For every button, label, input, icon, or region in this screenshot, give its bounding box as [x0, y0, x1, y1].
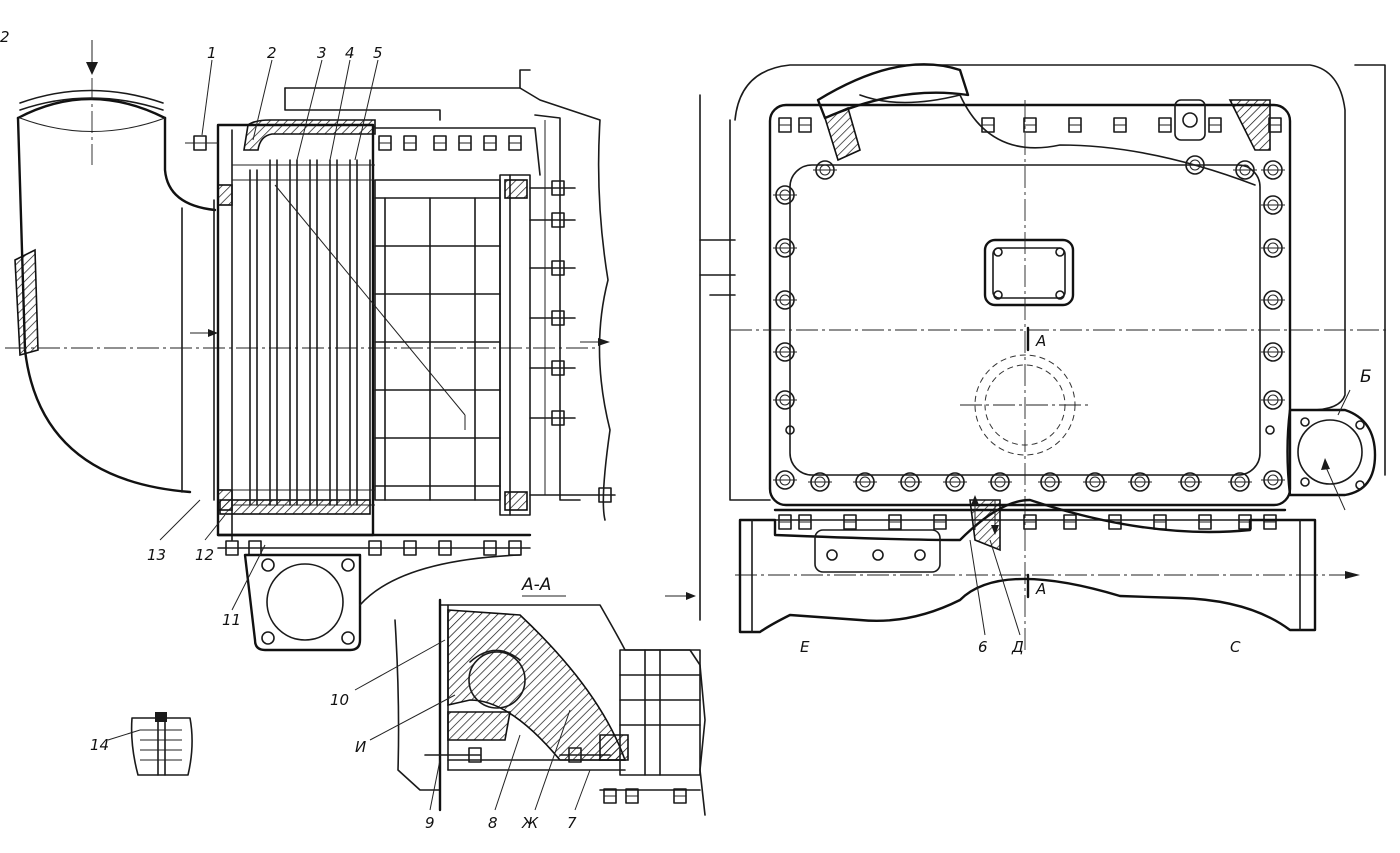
- zone-label-D: Д: [1011, 638, 1024, 656]
- part-label-9: 9: [425, 814, 435, 832]
- part-label-12: 12: [195, 546, 214, 564]
- cooler-housing: [216, 119, 376, 541]
- inlet-elbow: [14, 40, 217, 501]
- zone-label-Zh: Ж: [521, 814, 539, 832]
- part-label-3: 3: [317, 44, 327, 62]
- zone-label-I: И: [355, 738, 366, 756]
- top-bolts: [185, 127, 541, 176]
- part-label-13: 13: [147, 546, 166, 564]
- section-title: А-А: [521, 575, 551, 595]
- part-label-2: 2: [267, 44, 277, 62]
- corner-mark: 2: [0, 28, 10, 46]
- right-studs: [529, 180, 616, 503]
- support-grid: [374, 174, 531, 516]
- flange-label-E: Е: [800, 638, 810, 656]
- bottom-outlet: [216, 533, 532, 652]
- part-label-10: 10: [330, 691, 349, 709]
- part-label-5: 5: [373, 44, 383, 62]
- part-label-14: 14: [90, 736, 109, 754]
- section-mark-A-top: А: [1035, 332, 1046, 350]
- part-label-6: 6: [978, 638, 988, 656]
- right-view: А А: [699, 63, 1390, 656]
- flange-label-S: С: [1230, 638, 1241, 656]
- port-label-B: Б: [1360, 367, 1372, 387]
- left-casing: [284, 69, 611, 521]
- left-view: 1 2 3 4 5 13 12 11 2: [0, 28, 616, 741]
- section-mark-A-bottom: А: [1035, 580, 1046, 598]
- section-a-a: А-А 10 И: [330, 575, 706, 832]
- part-label-4: 4: [345, 44, 355, 62]
- part-label-1: 1: [207, 44, 217, 62]
- part-label-8: 8: [488, 814, 498, 832]
- detail-14: 14: [90, 712, 193, 776]
- flange-nuts: [778, 514, 1277, 530]
- part-label-11: 11: [222, 611, 241, 629]
- part-label-7: 7: [567, 814, 577, 832]
- tube-bundle: [232, 159, 466, 506]
- leaders-left: [107, 59, 379, 741]
